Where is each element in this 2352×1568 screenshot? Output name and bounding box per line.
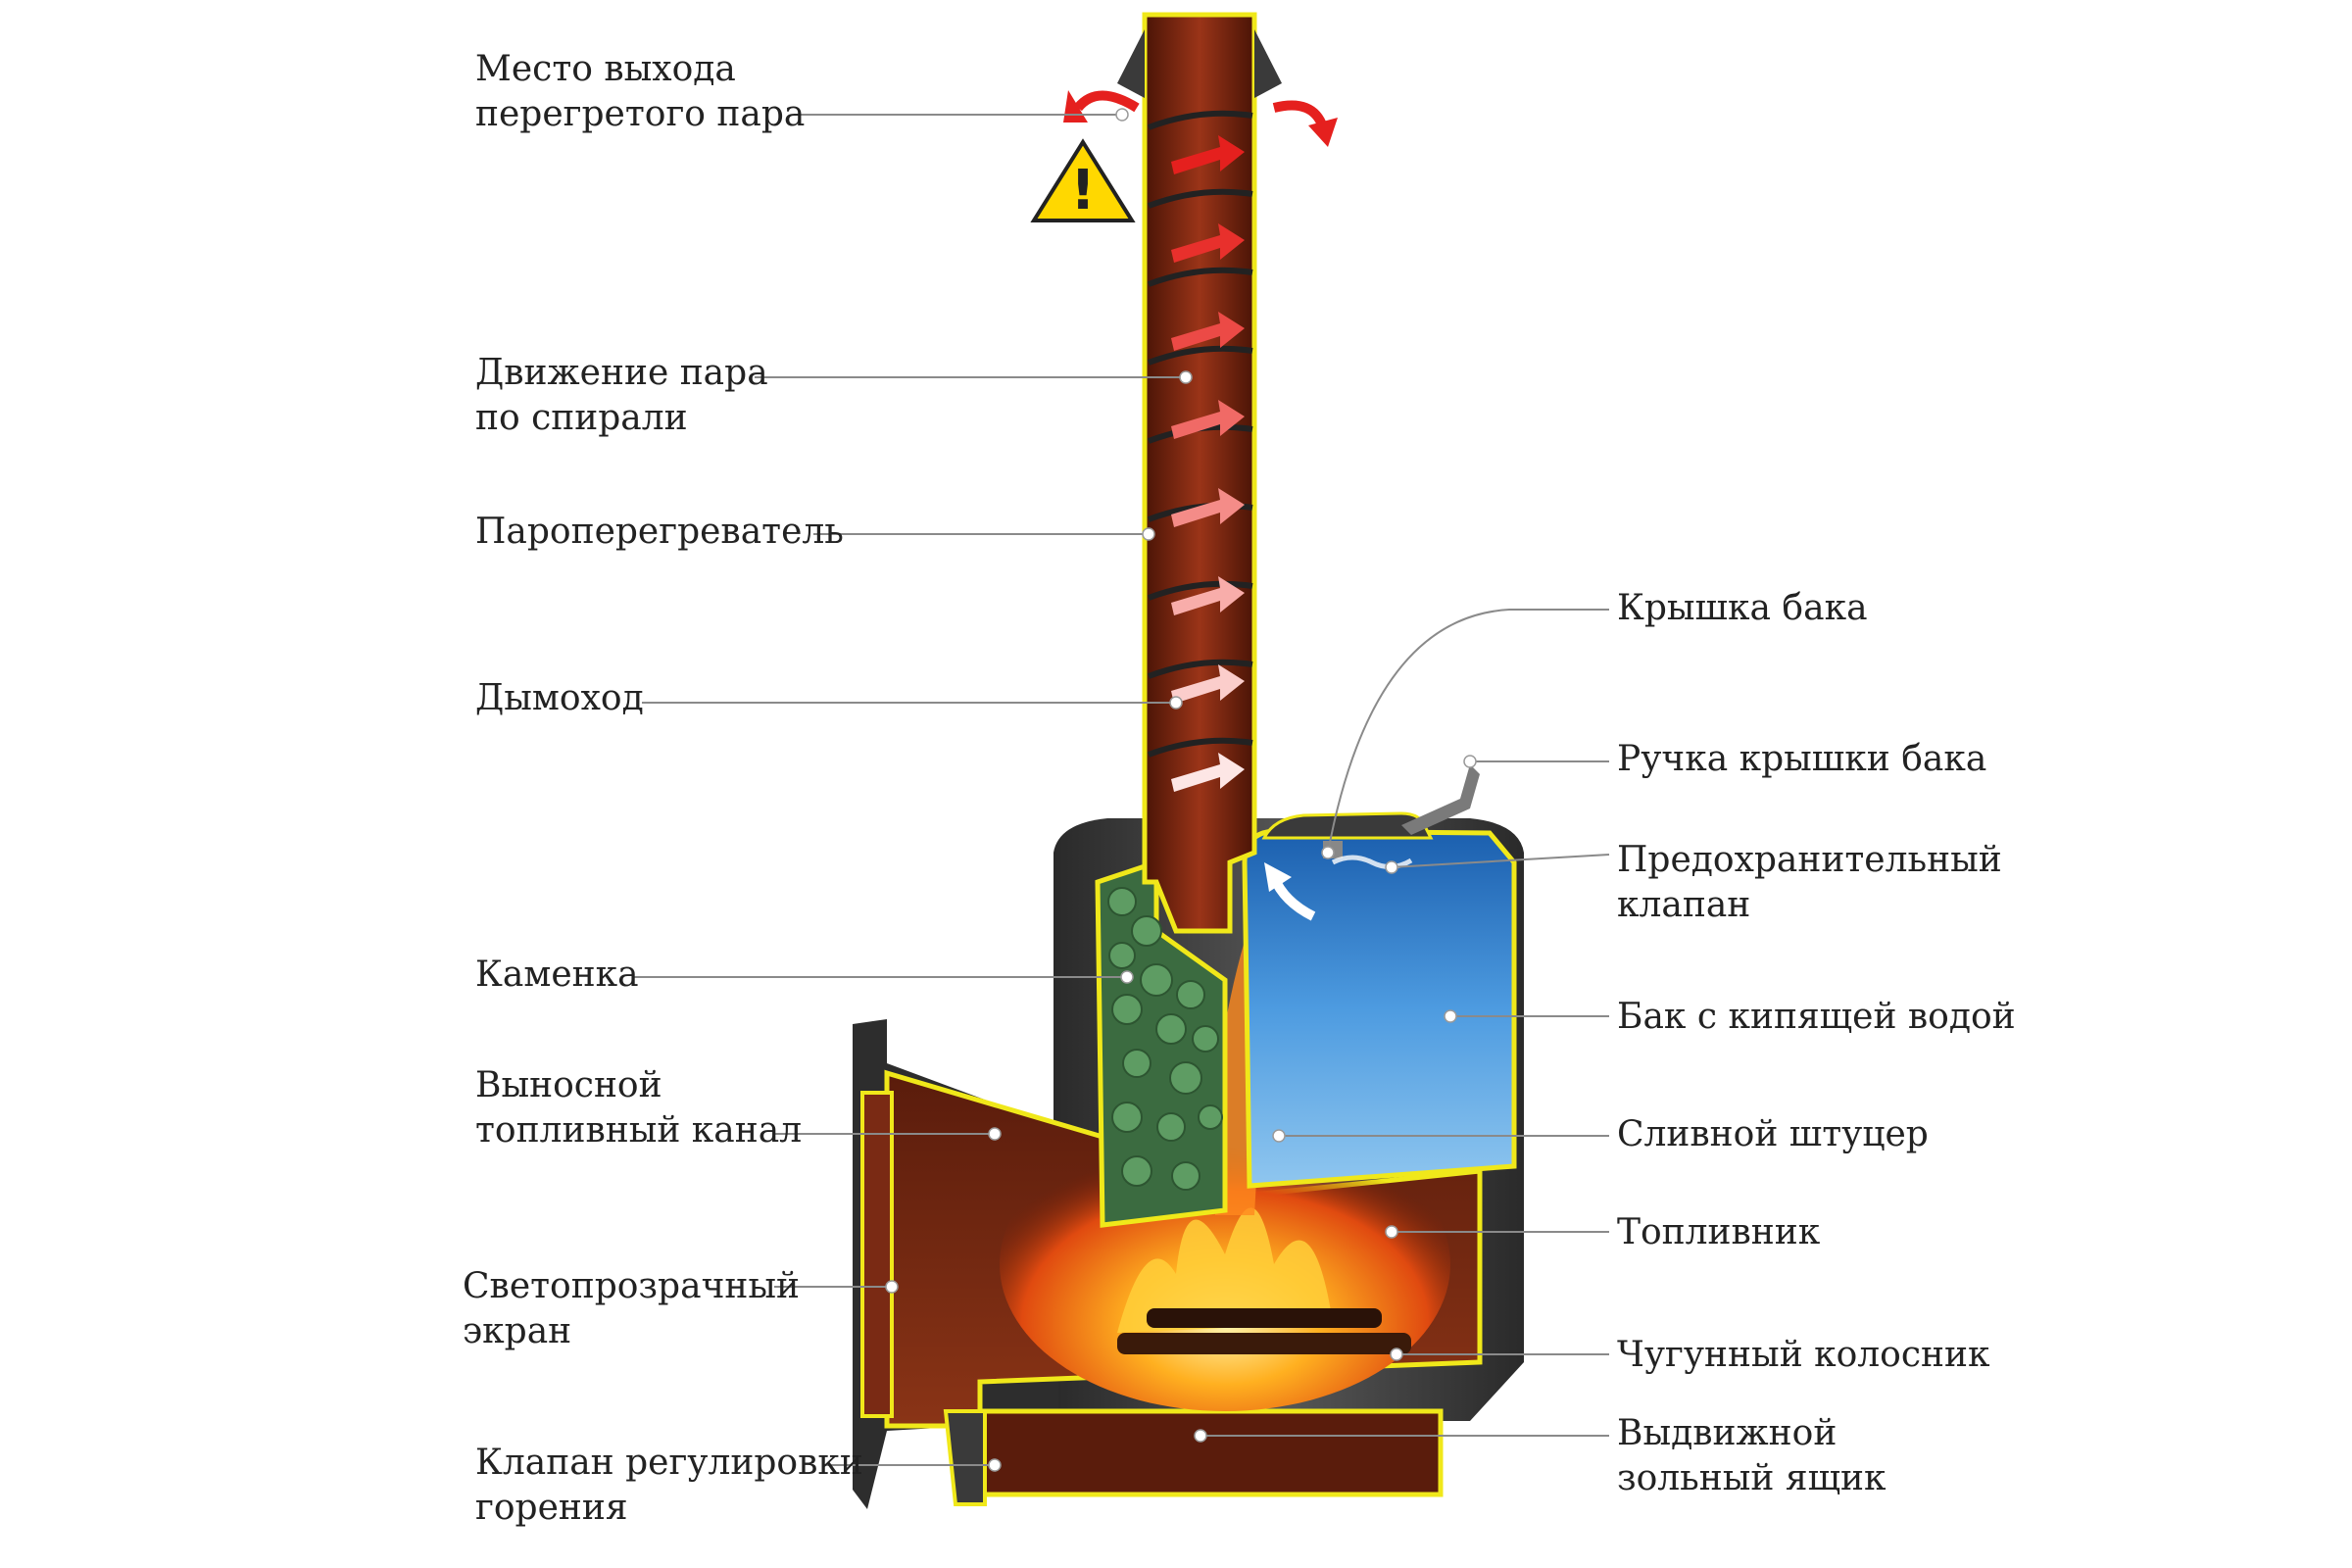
leader-lines (632, 114, 1610, 1466)
leader-dots (885, 108, 1477, 1472)
label-steam-exit: Место выхода перегретого пара (475, 49, 806, 134)
grate (1117, 1333, 1411, 1354)
water-tank (1242, 764, 1517, 1189)
label-ash-drawer: Выдвижной зольный ящик (1617, 1413, 1886, 1498)
steam-arrow-icon (1171, 223, 1245, 263)
chimney (1063, 12, 1338, 934)
label-safety-valve: Предохранительный клапан (1617, 840, 2002, 925)
label-grate: Чугунный колосник (1617, 1335, 1990, 1375)
label-glass-screen: Светопрозрачный экран (463, 1266, 801, 1351)
steam-arrow-icon (1171, 488, 1245, 527)
steam-exit-arrow-left-icon (1074, 90, 1140, 113)
warning-triangle-icon: ! (1030, 138, 1136, 222)
steam-arrow-icon (1171, 312, 1245, 351)
combustion-valve[interactable] (943, 1409, 987, 1506)
label-stones: Каменка (475, 955, 639, 995)
steam-arrow-icon (1171, 400, 1245, 439)
label-combustion-valve: Клапан регулировки горения (475, 1443, 863, 1528)
label-chimney: Дымоход (475, 678, 644, 718)
label-tank-lid: Крышка бака (1617, 588, 1868, 628)
steam-arrows (1171, 135, 1245, 792)
stones-compartment (1095, 858, 1228, 1228)
steam-arrow-icon (1171, 753, 1245, 792)
label-spiral-motion: Движение пара по спирали (475, 353, 768, 438)
svg-text:!: ! (1070, 159, 1096, 222)
ash-drawer[interactable] (977, 1408, 1444, 1497)
steam-arrow-icon (1171, 664, 1245, 704)
label-superheater: Пароперегреватель (475, 512, 844, 552)
steam-arrow-icon (1171, 135, 1245, 174)
label-remote-fuel-channel: Выносной топливный канал (475, 1065, 803, 1151)
label-firebox: Топливник (1617, 1212, 1821, 1252)
tank-lid-handle[interactable] (1401, 764, 1480, 835)
label-tank-lid-handle: Ручка крышки бака (1617, 739, 1987, 779)
steam-arrow-icon (1171, 576, 1245, 615)
label-boiling-tank: Бак с кипящей водой (1617, 997, 2016, 1037)
label-drain-fitting: Сливной штуцер (1617, 1114, 1929, 1154)
glass-screen (860, 1091, 894, 1418)
